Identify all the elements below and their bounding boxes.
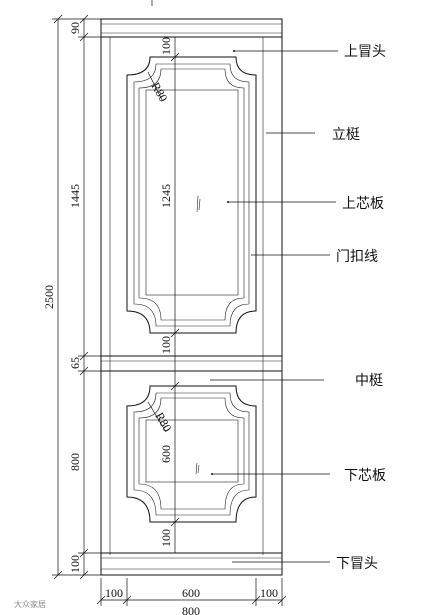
- dim-width-left: 100: [105, 586, 123, 600]
- label-leaders: [210, 50, 338, 563]
- label-bottom-rail: 下冒头: [336, 556, 378, 572]
- leader-dot-upper-panel: [227, 201, 229, 203]
- dim-lower-radius: R80: [152, 410, 174, 434]
- dim-middle-rail: 65: [68, 357, 82, 369]
- dim-upper-panel-top-gap: 100: [159, 37, 173, 55]
- label-door-molding: 门扣线: [336, 249, 378, 265]
- inner-dim-ticks: [170, 52, 190, 527]
- dim-top-rail: 90: [68, 22, 82, 34]
- dim-upper-panel-height: 1245: [159, 184, 173, 208]
- dim-total-width: 800: [182, 604, 200, 615]
- upper-panel-molding-inner: [133, 63, 250, 327]
- dim-upper-radius: R80: [148, 80, 170, 104]
- lower-panel-molding-inner: [133, 392, 250, 516]
- dim-width-center: 600: [182, 586, 200, 600]
- dim-upper-panel-bottom-gap: 100: [159, 336, 173, 354]
- dim-width-right: 100: [260, 586, 278, 600]
- leader-dot-lower-panel: [211, 473, 213, 475]
- upper-radius-leader: [147, 71, 163, 101]
- upper-grain-mark: [196, 195, 201, 213]
- upper-panel-flat: [145, 89, 239, 296]
- label-lower-panel: 下芯板: [344, 468, 386, 484]
- lower-panel-molding-core: [138, 397, 245, 510]
- watermark: 大众家居: [14, 599, 46, 609]
- dim-bottom-rail: 100: [68, 555, 82, 573]
- label-stile: 立梃: [332, 127, 360, 143]
- label-top-rail: 上冒头: [344, 44, 386, 60]
- leader-dot-top-rail: [233, 50, 235, 52]
- door-outline: [100, 18, 283, 576]
- label-upper-panel: 上芯板: [342, 196, 384, 212]
- dim-lower-panel-bottom-gap: 100: [159, 529, 173, 547]
- bottom-dim-ticks: [96, 578, 287, 606]
- upper-panel-molding-outer: [126, 56, 257, 334]
- dim-upper-section: 1445: [68, 184, 82, 208]
- lower-panel-molding-outer: [126, 385, 257, 523]
- dim-total-height: 2500: [42, 285, 56, 309]
- lower-radius-leader: [147, 401, 167, 433]
- upper-panel-molding-core: [138, 68, 245, 321]
- dim-lower-panel-height: 600: [159, 445, 173, 463]
- dim-lower-section: 800: [68, 453, 82, 471]
- left-dim-ticks: [52, 14, 101, 580]
- lower-grain-mark: [195, 462, 200, 475]
- label-middle-rail: 中梃: [355, 373, 383, 389]
- lower-panel-flat: [145, 419, 239, 483]
